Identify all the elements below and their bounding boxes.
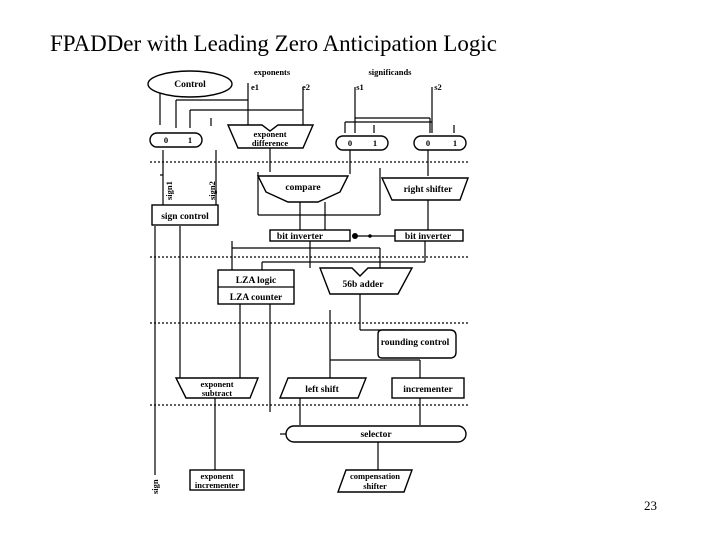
svg-text:selector: selector bbox=[360, 430, 392, 440]
incrementer-block: incrementer bbox=[391, 377, 465, 399]
sign2-label: sign2 bbox=[207, 181, 217, 200]
mux-right: 0 1 bbox=[413, 135, 467, 151]
lza-block: LZA logic LZA counter bbox=[217, 269, 295, 305]
svg-text:incrementer: incrementer bbox=[403, 385, 453, 395]
rounding-control-block: rounding control bbox=[377, 329, 457, 359]
svg-text:1: 1 bbox=[373, 138, 377, 148]
control-label: Control bbox=[174, 80, 206, 90]
exponent-difference-block: exponent difference bbox=[226, 124, 315, 149]
svg-text:1: 1 bbox=[453, 138, 457, 148]
svg-text:rounding control: rounding control bbox=[381, 338, 450, 348]
selector-block: selector bbox=[285, 425, 467, 443]
sign1-label: sign1 bbox=[164, 181, 174, 200]
svg-text:compensation: compensation bbox=[350, 471, 400, 481]
control-unit: Control bbox=[147, 70, 233, 98]
svg-text:0: 0 bbox=[348, 138, 352, 148]
e1-label: e1 bbox=[251, 82, 259, 92]
svg-text:incrementer: incrementer bbox=[195, 480, 239, 490]
bit-inverter-right: bit inverter bbox=[394, 229, 464, 242]
s2-label: s2 bbox=[434, 82, 442, 92]
page-number: 23 bbox=[644, 498, 657, 513]
sign-label: sign bbox=[150, 479, 160, 494]
svg-text:exponent: exponent bbox=[200, 379, 233, 389]
svg-text:exponent: exponent bbox=[200, 471, 233, 481]
svg-text:0: 0 bbox=[426, 138, 430, 148]
lza-logic-label: LZA logic bbox=[236, 276, 276, 286]
svg-text:subtract: subtract bbox=[202, 388, 232, 398]
e2-label: e2 bbox=[302, 82, 310, 92]
lza-counter-label: LZA counter bbox=[230, 293, 283, 303]
exponents-label: exponents bbox=[254, 67, 291, 77]
svg-text:compare: compare bbox=[285, 183, 320, 193]
adder-block: 56b adder bbox=[318, 267, 414, 295]
significands-label: significands bbox=[369, 67, 413, 77]
svg-text:0: 0 bbox=[164, 135, 168, 145]
sign-control-block: sign control bbox=[151, 204, 219, 226]
svg-text:bit inverter: bit inverter bbox=[405, 232, 452, 242]
right-shifter-block: right shifter bbox=[380, 177, 469, 201]
svg-text:bit inverter: bit inverter bbox=[277, 232, 324, 242]
wires bbox=[154, 83, 455, 475]
svg-text:left shift: left shift bbox=[305, 385, 339, 395]
svg-text:right shifter: right shifter bbox=[404, 185, 454, 195]
mux-middle: 0 1 bbox=[335, 135, 389, 151]
svg-text:sign control: sign control bbox=[161, 212, 209, 222]
exponent-subtract-block: exponent subtract bbox=[174, 377, 260, 399]
svg-text:difference: difference bbox=[252, 138, 288, 148]
exponent-incrementer-block: exponent incrementer bbox=[189, 469, 245, 491]
svg-text:56b adder: 56b adder bbox=[343, 280, 385, 290]
svg-text:1: 1 bbox=[188, 135, 192, 145]
slide-title: FPADDer with Leading Zero Anticipation L… bbox=[50, 31, 497, 56]
svg-text:exponent: exponent bbox=[253, 129, 286, 139]
left-shift-block: left shift bbox=[278, 377, 368, 399]
mux-left: 0 1 bbox=[149, 132, 203, 148]
bit-inverter-left: bit inverter bbox=[269, 229, 351, 242]
s1-label: s1 bbox=[356, 82, 364, 92]
compensation-shifter-block: compensation shifter bbox=[337, 469, 413, 493]
compare-block: compare bbox=[256, 175, 350, 203]
svg-text:shifter: shifter bbox=[363, 481, 387, 491]
